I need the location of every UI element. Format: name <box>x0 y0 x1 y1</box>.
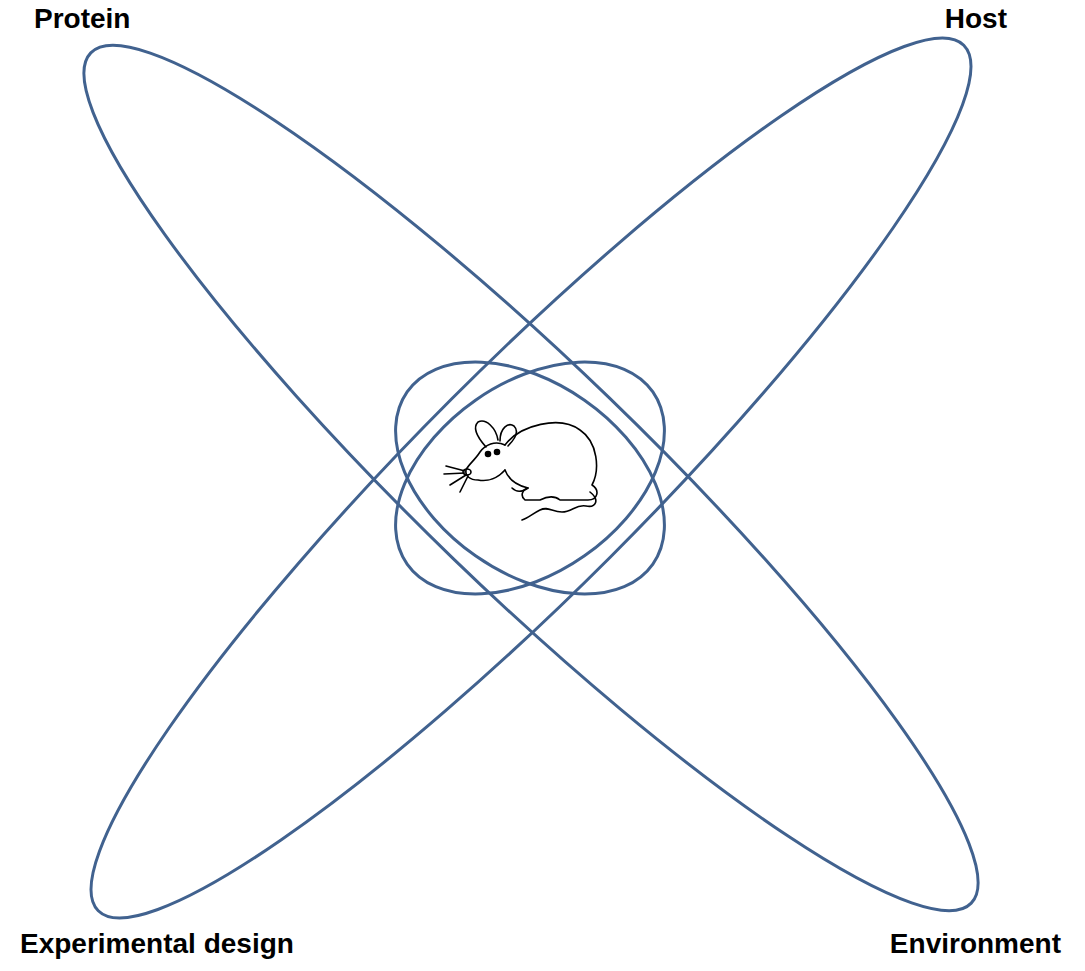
corner-label: Protein <box>34 2 130 36</box>
corner-label: Experimental design <box>20 927 294 961</box>
corner-label: Host <box>945 2 1007 36</box>
inner-ellipse <box>353 314 708 642</box>
inner-ellipse <box>353 314 708 642</box>
mouse-drawing <box>444 421 597 520</box>
corner-label: Environment <box>890 927 1061 961</box>
host-design-ellipse <box>19 0 1043 971</box>
protein-environment-ellipse <box>13 0 1049 971</box>
